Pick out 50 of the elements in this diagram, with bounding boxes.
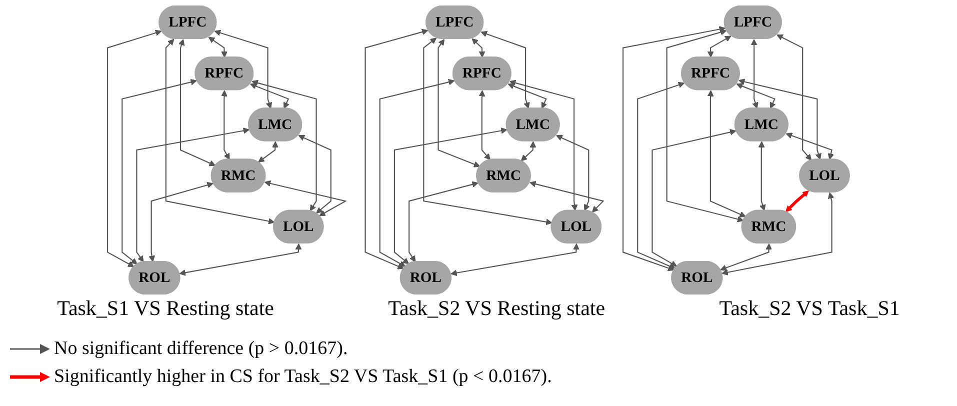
arrow [758,141,766,211]
arrow [394,128,508,264]
arrow [652,129,736,267]
arrow [637,82,685,270]
arrow [450,243,580,276]
arrow [738,78,822,160]
arrow [178,39,216,166]
legend-text: Significantly higher in CS for Task_S2 VS Task_S1 (p < 0.0167). [54,366,552,388]
arrow [264,180,347,216]
arrow [720,243,772,271]
arrow [736,83,776,109]
arrow [785,190,809,212]
arrow [776,34,812,161]
arrow [622,26,726,272]
arrow [472,38,486,58]
arrow [530,180,604,212]
arrow [122,78,197,264]
arrow [478,90,491,160]
arrow [136,128,250,262]
arrow [148,182,214,262]
arrow [786,132,834,160]
arrow [106,30,162,268]
arrow [408,181,478,262]
arrow [298,134,332,214]
arrow [509,80,578,211]
arrow [750,39,758,109]
arrow [258,141,278,163]
arrow [707,90,746,218]
arrow [165,38,275,224]
arrow [364,28,428,270]
arrow [379,78,455,267]
arrow [221,90,230,160]
panel-caption: Task_S1 VS Resting state [57,296,274,321]
arrow [556,134,590,211]
arrow [179,243,302,276]
panel-caption: Task_S2 VS Resting state [388,296,606,321]
arrow [438,39,480,168]
arrow [214,30,272,109]
arrow [480,30,530,109]
arrow [423,38,552,226]
arrow [250,83,290,109]
arrow [707,36,732,58]
arrow [252,80,317,212]
arrow [666,29,744,222]
arrow [508,83,548,109]
arrow [208,36,228,58]
legend-text: No significant difference (p > 0.0167). [54,338,348,360]
panel-caption: Task_S2 VS Task_S1 [719,296,900,321]
arrow [722,192,834,276]
arrow [520,141,536,162]
